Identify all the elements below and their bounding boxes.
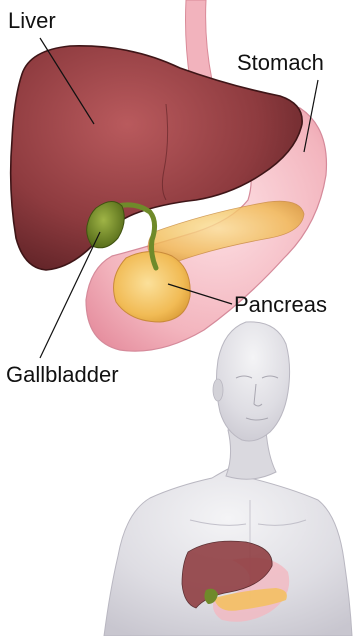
liver-label: Liver	[8, 10, 56, 32]
gallbladder-label: Gallbladder	[6, 364, 119, 386]
pancreas-label: Pancreas	[234, 294, 327, 316]
human-figure	[104, 322, 352, 636]
stomach-label: Stomach	[237, 52, 324, 74]
